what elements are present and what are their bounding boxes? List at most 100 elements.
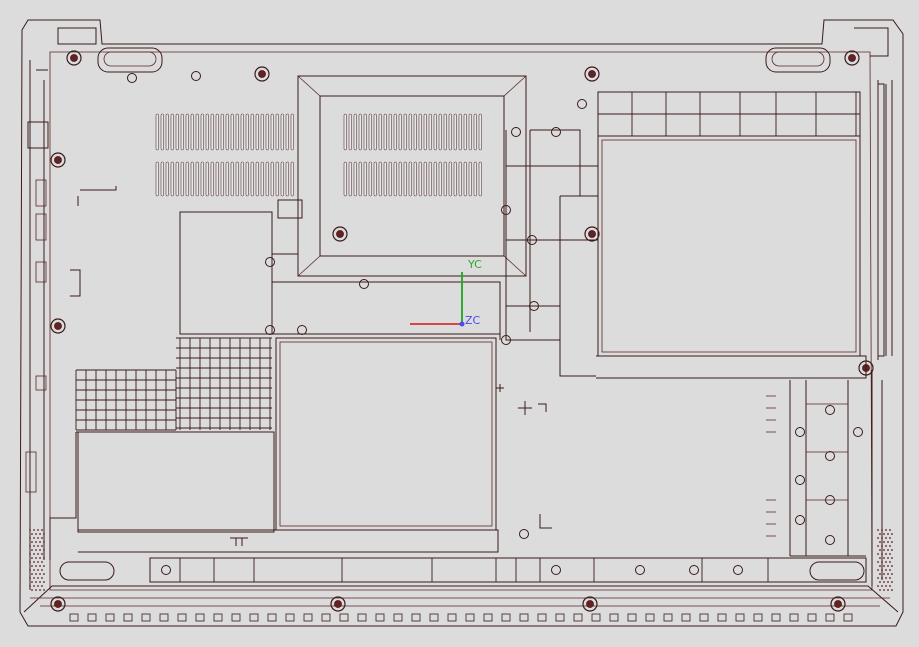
battery-bay-inner	[279, 341, 493, 527]
mesh-hole	[879, 589, 881, 591]
mesh-hole	[43, 533, 45, 535]
screw-boss	[254, 66, 270, 82]
edge-tab	[519, 613, 529, 622]
mesh-hole	[879, 533, 881, 535]
vent-slot	[165, 161, 169, 197]
vent-slot	[155, 113, 159, 151]
mount-boss	[689, 565, 699, 575]
vent-slot	[373, 113, 377, 151]
mesh-hole	[37, 537, 39, 539]
vent-slot	[438, 113, 442, 151]
edge-tab	[627, 613, 637, 622]
mesh-hole	[37, 585, 39, 587]
left-slot-4	[35, 375, 47, 391]
mesh-hole	[883, 533, 885, 535]
vent-slot	[175, 161, 179, 197]
edge-tab	[555, 613, 565, 622]
mesh-hole	[35, 589, 37, 591]
mount-boss	[297, 325, 307, 335]
vent-slot	[285, 161, 289, 197]
vent-slot	[423, 161, 427, 197]
vent-slot	[358, 113, 362, 151]
vent-slot	[225, 113, 229, 151]
bottom-edge-tabs	[69, 613, 853, 622]
vent-slot	[458, 113, 462, 151]
edge-tab	[645, 613, 655, 622]
screw-hole	[848, 54, 856, 62]
hinge-pad-right[interactable]	[765, 47, 831, 73]
mesh-hole	[29, 577, 31, 579]
vent-slot	[443, 113, 447, 151]
screw-boss	[50, 152, 66, 168]
mesh-hole	[31, 541, 33, 543]
screw-hole	[54, 156, 62, 164]
bottom-cover-body[interactable]	[19, 19, 904, 627]
hinge-pad-left-inner	[103, 51, 157, 67]
battery-bay[interactable]	[275, 337, 497, 531]
hinge-pad-left[interactable]	[97, 47, 163, 73]
mesh-hole	[33, 537, 35, 539]
vent-slot	[200, 113, 204, 151]
right-bay[interactable]	[597, 91, 861, 357]
mesh-hole	[39, 589, 41, 591]
mesh-hole	[891, 573, 893, 575]
mesh-hole	[33, 553, 35, 555]
right-top-grid	[598, 91, 860, 137]
vent-slot	[160, 161, 164, 197]
vent-slot	[210, 113, 214, 151]
left-bay	[179, 211, 273, 335]
left-vent-grille	[155, 113, 294, 197]
mesh-hole	[881, 577, 883, 579]
screw-boss	[582, 596, 598, 612]
vent-slot	[458, 161, 462, 197]
vent-slot	[448, 113, 452, 151]
mesh-hole	[883, 557, 885, 559]
edge-tab	[537, 613, 547, 622]
foot-left[interactable]	[59, 561, 115, 581]
mesh-hole	[885, 577, 887, 579]
mesh-hole	[37, 577, 39, 579]
mesh-hole	[39, 565, 41, 567]
right-lower-cross-ribs	[806, 403, 848, 501]
mesh-hole	[889, 529, 891, 531]
mesh-hole	[31, 565, 33, 567]
center-ribs	[272, 253, 501, 340]
vent-slot	[418, 113, 422, 151]
vent-slot	[373, 161, 377, 197]
mesh-hole	[887, 533, 889, 535]
vent-slot	[378, 113, 382, 151]
right-bay-inner	[601, 139, 857, 353]
right-lower-rail	[871, 370, 883, 586]
vent-slot	[448, 161, 452, 197]
vent-slot	[433, 113, 437, 151]
vent-slot	[225, 161, 229, 197]
edge-tab	[123, 613, 133, 622]
vent-slot	[220, 161, 224, 197]
left-rib-grid	[75, 337, 272, 431]
mesh-hole	[887, 557, 889, 559]
mesh-hole	[39, 581, 41, 583]
mesh-hole	[879, 541, 881, 543]
edge-tab	[591, 613, 601, 622]
access-panel-bevels	[297, 75, 527, 277]
vent-slot	[453, 161, 457, 197]
vent-slot	[368, 161, 372, 197]
screw-boss	[830, 596, 846, 612]
vent-slot	[275, 161, 279, 197]
edge-tab	[141, 613, 151, 622]
foot-right[interactable]	[809, 561, 865, 581]
access-panel-outer[interactable]	[297, 75, 527, 277]
vent-slot	[393, 113, 397, 151]
edge-tab	[825, 613, 835, 622]
edge-tab	[465, 613, 475, 622]
left-rail	[29, 60, 48, 590]
mount-boss	[795, 515, 805, 525]
mesh-hole	[879, 565, 881, 567]
vent-slot	[478, 113, 482, 151]
mount-boss	[551, 565, 561, 575]
mesh-hole	[881, 569, 883, 571]
vent-slot	[388, 161, 392, 197]
mesh-hole	[35, 533, 37, 535]
